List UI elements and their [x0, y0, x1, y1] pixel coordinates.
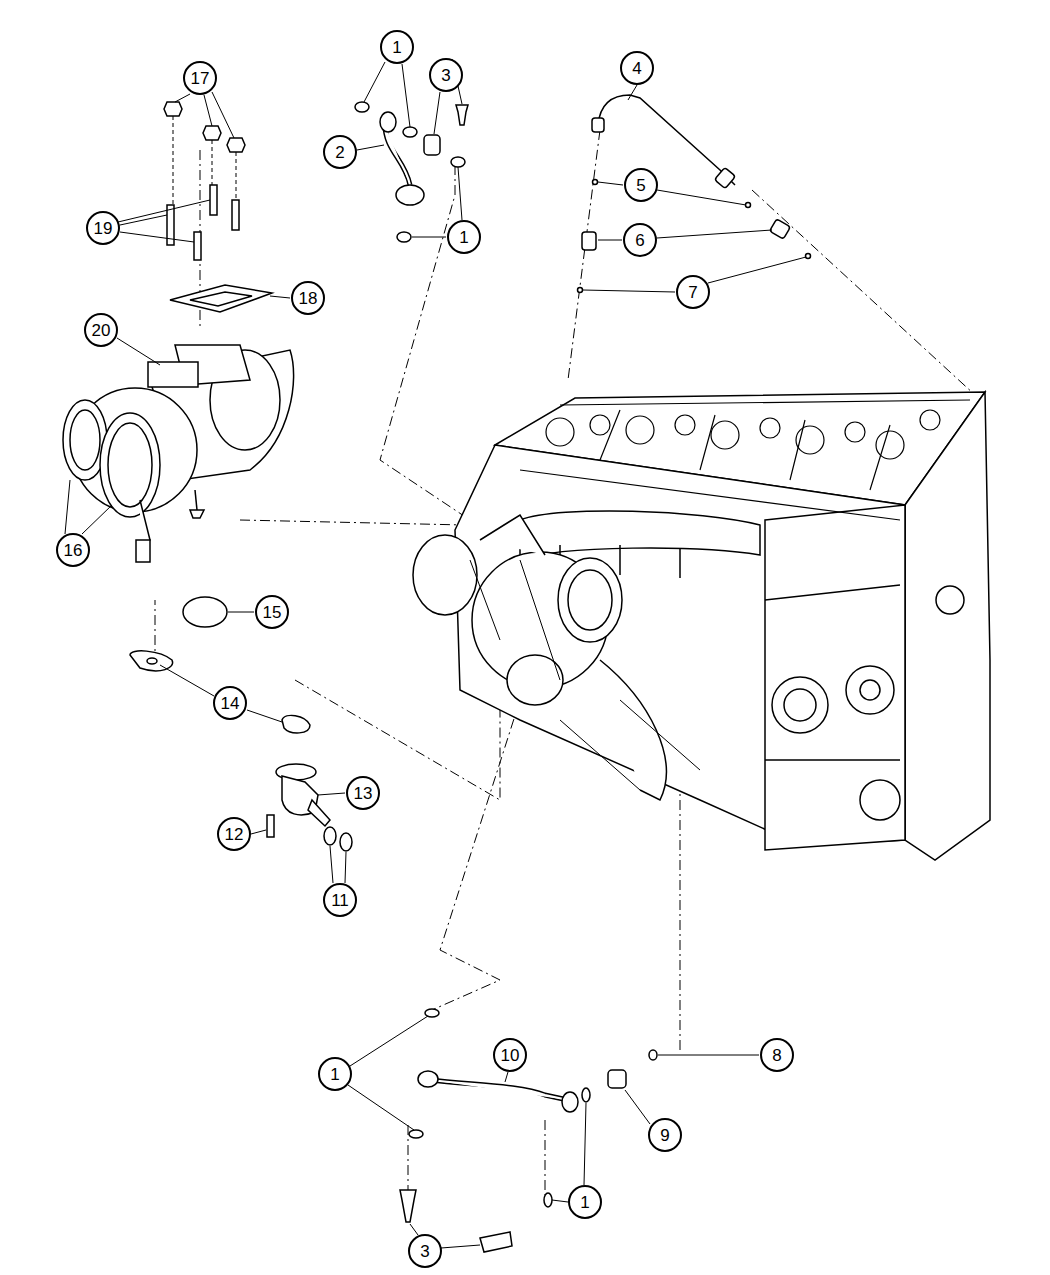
- callout-number: 3: [429, 58, 463, 92]
- callout-label: 1: [330, 1066, 339, 1083]
- callout-number: 17: [183, 61, 217, 95]
- callout-label: 18: [299, 290, 318, 307]
- callout-label: 2: [335, 144, 344, 161]
- callout-number: 10: [493, 1038, 527, 1072]
- callout-number: 8: [760, 1038, 794, 1072]
- callout-label: 20: [92, 322, 111, 339]
- callout-number: 5: [624, 168, 658, 202]
- callout-label: 6: [635, 232, 644, 249]
- callout-label: 17: [191, 70, 210, 87]
- callout-label: 11: [331, 892, 349, 909]
- callout-label: 12: [225, 826, 244, 843]
- callout-number: 16: [56, 533, 90, 567]
- callout-number: 1: [447, 220, 481, 254]
- callout-label: 3: [420, 1243, 429, 1260]
- callout-label: 7: [688, 284, 697, 301]
- callout-number: 1: [318, 1057, 352, 1091]
- callout-number: 1: [568, 1185, 602, 1219]
- callout-number: 13: [346, 776, 380, 810]
- callout-number: 20: [84, 313, 118, 347]
- callout-number: 9: [648, 1118, 682, 1152]
- callout-number: 6: [623, 223, 657, 257]
- callout-label: 19: [94, 220, 113, 237]
- callout-label: 13: [354, 785, 373, 802]
- callout-label: 15: [263, 604, 282, 621]
- callout-number: 1: [380, 30, 414, 64]
- callout-number: 19: [86, 211, 120, 245]
- callout-label: 10: [501, 1047, 520, 1064]
- callout-label: 8: [772, 1047, 781, 1064]
- callout-label: 1: [459, 229, 468, 246]
- callout-number: 15: [255, 595, 289, 629]
- callout-number: 4: [620, 51, 654, 85]
- callout-number: 3: [408, 1234, 442, 1268]
- callout-number: 14: [213, 686, 247, 720]
- callout-number: 12: [217, 817, 251, 851]
- callout-label: 4: [632, 60, 641, 77]
- callout-label: 1: [392, 39, 401, 56]
- callout-number: 7: [676, 275, 710, 309]
- callout-label: 1: [580, 1194, 589, 1211]
- callout-label: 14: [221, 695, 240, 712]
- callout-number: 11: [323, 883, 357, 917]
- callout-number: 18: [291, 281, 325, 315]
- callout-label: 3: [441, 67, 450, 84]
- callout-label: 16: [64, 542, 83, 559]
- callout-number: 2: [323, 135, 357, 169]
- callout-label: 5: [636, 177, 645, 194]
- callout-label: 9: [660, 1127, 669, 1144]
